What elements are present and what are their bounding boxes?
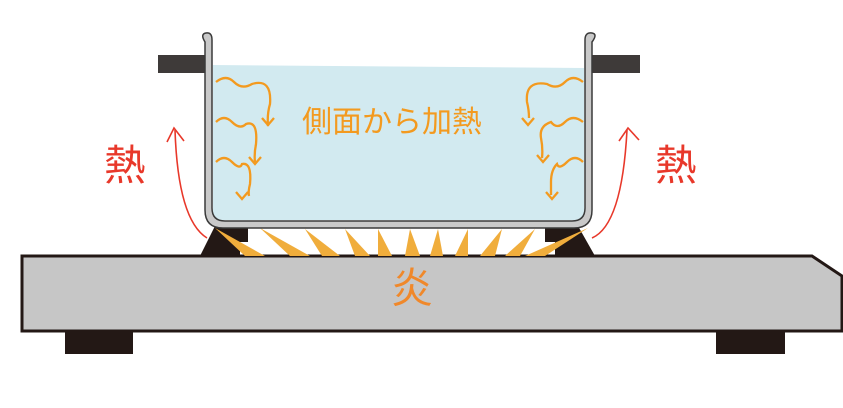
side-heating-label: 側面から加熱 — [302, 105, 482, 140]
heat-arrow-left-icon — [174, 129, 208, 239]
flame-label: 炎 — [391, 264, 434, 313]
heat-arrows — [166, 126, 640, 239]
stove-foot-right — [716, 331, 785, 354]
water — [213, 65, 584, 220]
handle-left — [158, 55, 208, 73]
heat-label-left: 熱 — [104, 141, 147, 190]
support-left — [200, 226, 248, 256]
convection-arrows — [215, 76, 584, 201]
heat-label-right: 熱 — [655, 141, 698, 190]
support-right — [545, 226, 595, 256]
stove-foot-left — [65, 331, 133, 354]
handle-right — [588, 55, 640, 73]
flames — [215, 228, 588, 256]
pot-body — [202, 32, 596, 229]
heat-arrow-right-icon — [591, 129, 628, 239]
stove-top — [20, 254, 843, 333]
